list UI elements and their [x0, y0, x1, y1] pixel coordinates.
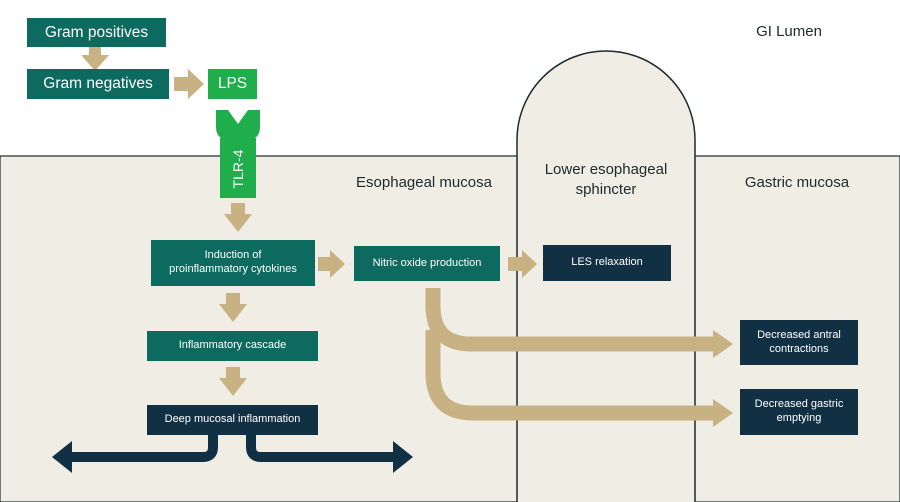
tlr4-stem [220, 138, 256, 198]
les-label: Lower esophageal sphincter [523, 160, 689, 201]
les-label-line2: sphincter [575, 181, 637, 199]
spread-right-shaft [246, 435, 396, 462]
emptying-line2: emptying [776, 412, 822, 424]
decreased-emptying-box: Decreased gastric emptying [740, 389, 858, 435]
gram-positives-box: Gram positives [27, 18, 166, 47]
inflammatory-cascade-box: Inflammatory cascade [147, 331, 318, 361]
induction-line1: Induction of [204, 249, 262, 262]
arrow-no-to-les [508, 250, 537, 278]
spread-left-head [52, 441, 72, 473]
les-label-line1: Lower esophageal [544, 161, 668, 178]
antral-line1: Decreased antral [757, 328, 841, 341]
spread-right-head [393, 441, 413, 473]
spread-left-shaft [68, 435, 218, 462]
branch-to-antral [425, 288, 715, 352]
induction-box: Induction of proinflammatory cytokines [151, 240, 315, 286]
antral-line2: contractions [769, 342, 829, 355]
arrowhead-antral [713, 330, 733, 358]
arrow-induction-to-cascade [219, 293, 247, 322]
nitric-oxide-box: Nitric oxide production [354, 246, 500, 281]
lps-box: LPS [208, 69, 257, 99]
spread-arrows [52, 435, 413, 473]
tlr4-receptor [216, 110, 260, 198]
gram-negatives-box: Gram negatives [27, 69, 169, 99]
flow-arrows [81, 47, 733, 427]
les-relaxation-box: LES relaxation [543, 245, 671, 281]
emptying-line1: Decreased gastric [754, 398, 844, 411]
arrowhead-emptying [713, 399, 733, 427]
induction-line2: proinflammatory cytokines [169, 263, 297, 275]
arrow-induction-to-no [318, 250, 345, 278]
decreased-antral-box: Decreased antral contractions [740, 320, 858, 365]
arrow-gn-to-lps [174, 69, 204, 99]
branch-to-emptying [425, 330, 715, 421]
arrow-gp-to-gn [81, 47, 109, 71]
tlr4-label: TLR-4 [230, 149, 246, 189]
deep-mucosal-inflammation-box: Deep mucosal inflammation [147, 405, 318, 435]
arrow-cascade-to-deep [219, 367, 247, 396]
esophageal-mucosa-label: Esophageal mucosa [356, 174, 492, 191]
tlr4-cup [216, 110, 260, 140]
gastric-mucosa-label: Gastric mucosa [744, 174, 850, 191]
arrow-tlr-to-induction [224, 203, 252, 232]
gi-lumen-label: GI Lumen [756, 23, 822, 40]
